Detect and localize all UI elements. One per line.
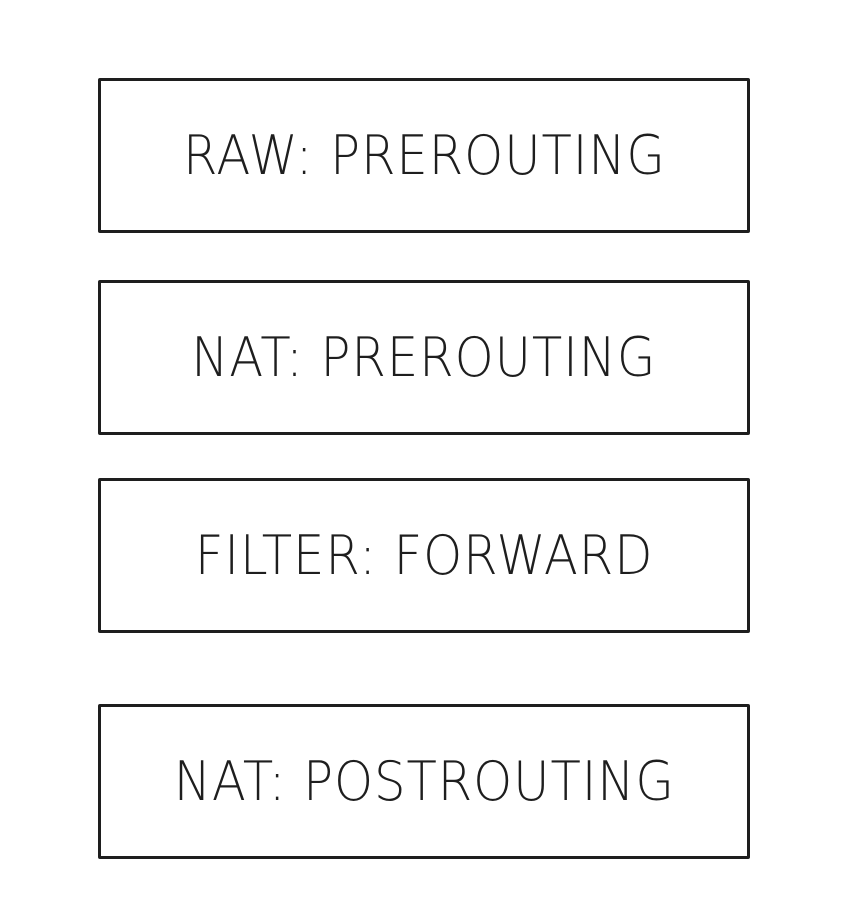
chain-box-label: NAT: POSTROUTING [173, 750, 675, 813]
chain-box-nat-postrouting: NAT: POSTROUTING [98, 704, 750, 859]
chain-box-nat-prerouting: NAT: PREROUTING [98, 280, 750, 435]
chain-box-label: RAW: PREROUTING [182, 124, 666, 187]
chain-box-label: NAT: PREROUTING [191, 326, 657, 389]
chain-box-label: FILTER: FORWARD [194, 524, 654, 587]
chain-box-filter-forward: FILTER: FORWARD [98, 478, 750, 633]
chain-box-raw-prerouting: RAW: PREROUTING [98, 78, 750, 233]
